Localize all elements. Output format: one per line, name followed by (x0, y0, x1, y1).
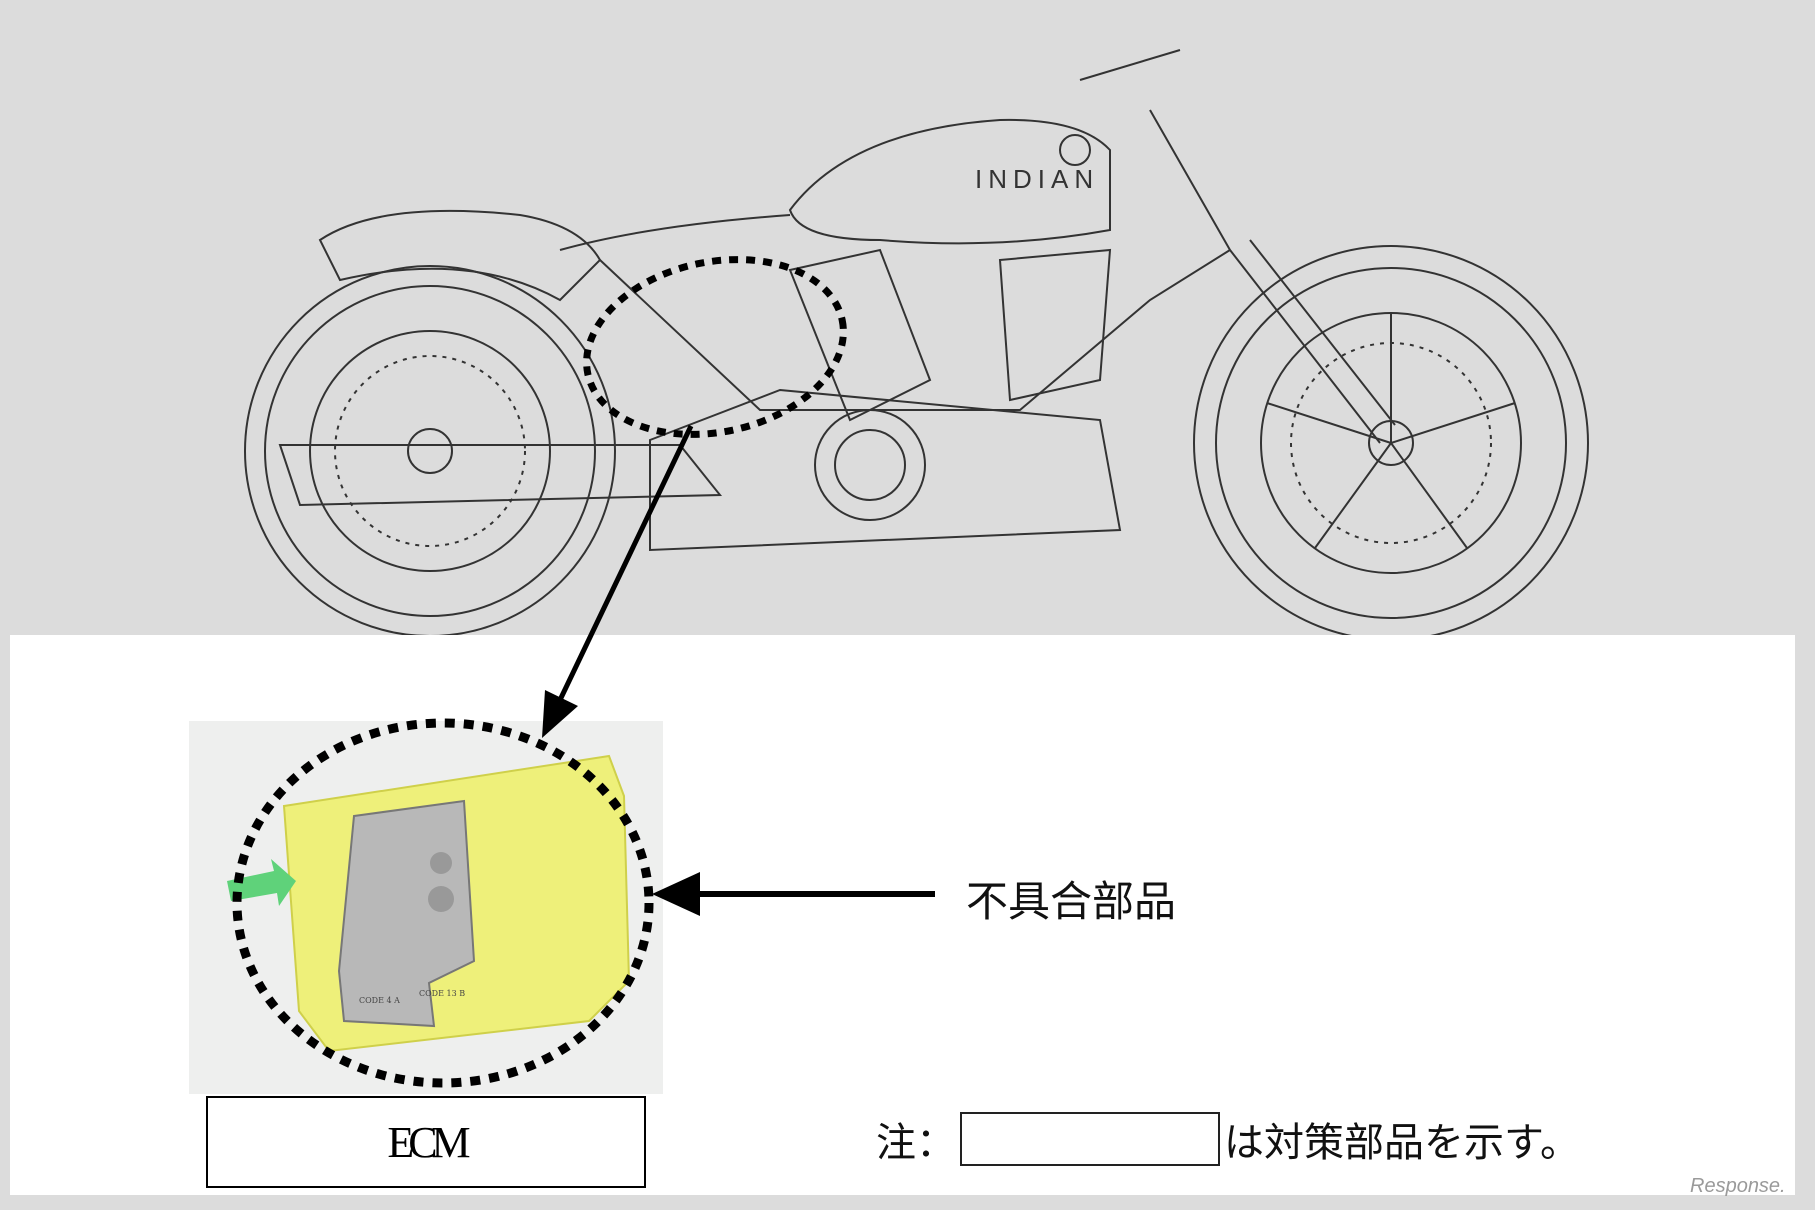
rear-fender (318, 209, 602, 302)
exhaust (278, 444, 723, 507)
countermeasure-legend-box (960, 1112, 1220, 1166)
connector-label-a: CODE 4 A (359, 996, 400, 1005)
note: 注： は対策部品を示す。 (876, 1110, 1580, 1168)
ecm-label: ECM (387, 1117, 470, 1167)
motorcycle-line-drawing: INDIAN (244, 49, 1589, 640)
front-wheel (1193, 245, 1589, 640)
defective-part-label: 不具合部品 (966, 877, 1177, 926)
note-suffix: は対策部品を示す。 (1224, 1120, 1580, 1166)
engine (649, 248, 1122, 552)
fuel-tank (788, 118, 1111, 245)
ecm-location-highlight (583, 256, 847, 438)
watermark: Response. (1690, 1175, 1786, 1197)
tank-brand-text: INDIAN (975, 164, 1099, 194)
note-prefix: 注： (876, 1120, 956, 1166)
rear-wheel (244, 265, 616, 637)
ecm-detail-image: CODE 4 A CODE 13 B (189, 721, 663, 1094)
connector-label-b: CODE 13 B (419, 989, 465, 998)
ecm-label-box: ECM (206, 1096, 646, 1188)
